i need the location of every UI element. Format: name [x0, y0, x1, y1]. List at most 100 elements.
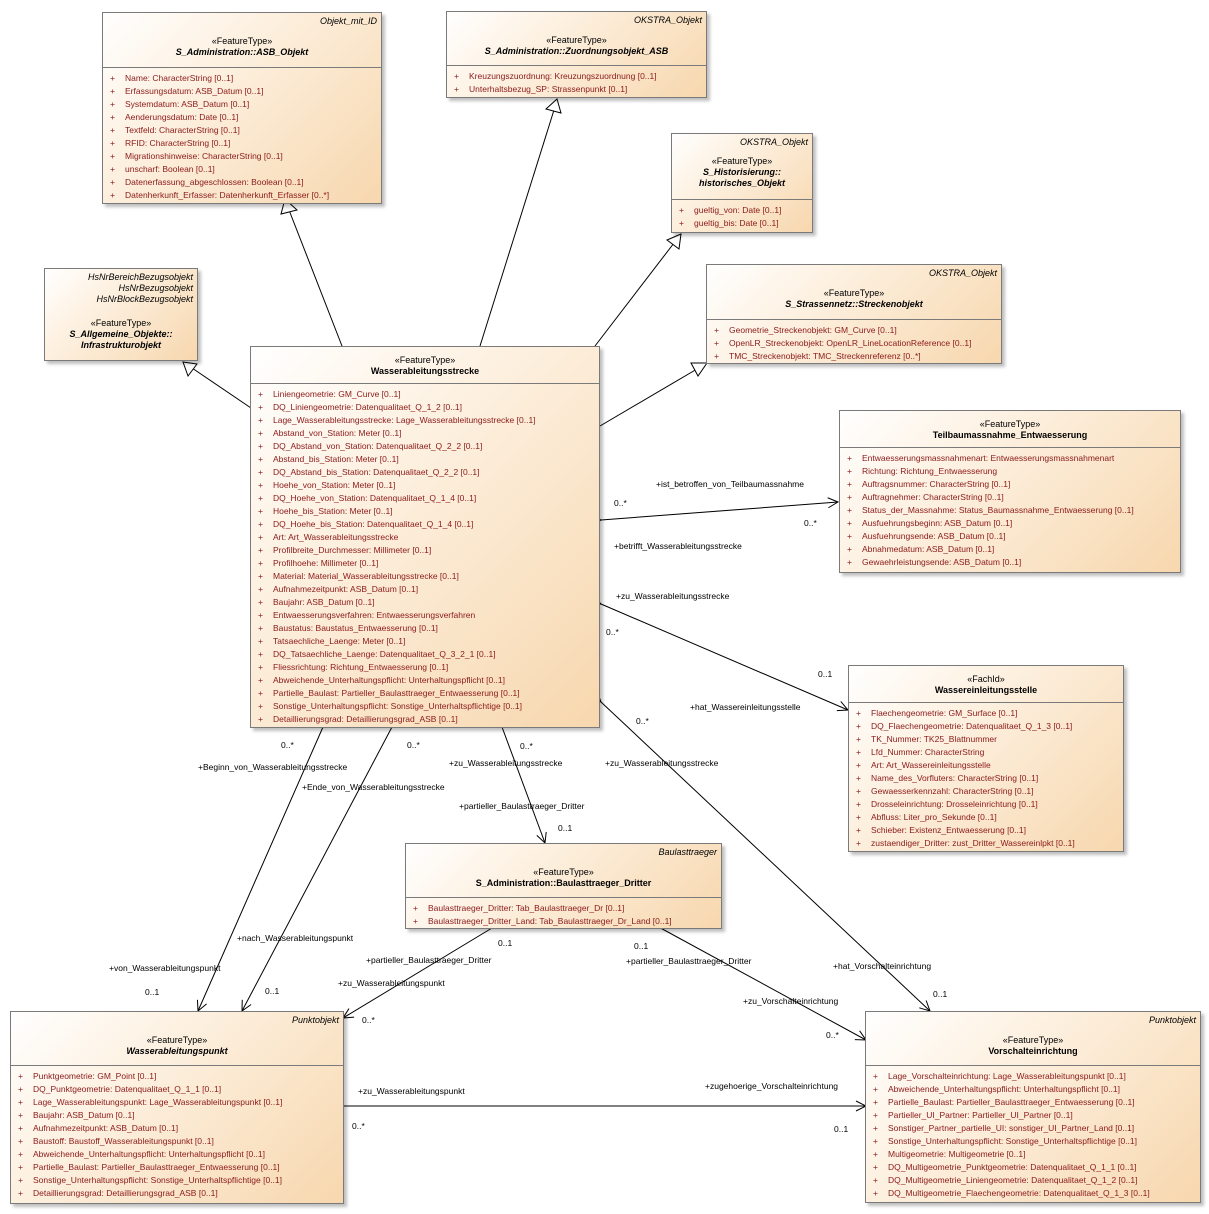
- attribute: Partieller_UI_Partner: Partieller_UI_Par…: [866, 1109, 1200, 1122]
- attribute: Richtung: Richtung_Entwaesserung: [840, 465, 1180, 478]
- class-streckenobjekt[interactable]: OKSTRA_Objekt «FeatureType» S_Strassenne…: [706, 264, 1002, 364]
- attribute: Tatsaechliche_Laenge: Meter [0..1]: [251, 635, 599, 648]
- role-label: +nach_Wasserableitungspunkt: [237, 933, 354, 943]
- stereotype: «FeatureType»: [533, 867, 594, 877]
- role-label: +zu_Wasserableitungspunkt: [358, 1086, 465, 1096]
- stereotype: «FeatureType»: [90, 318, 152, 328]
- stereotype: «FeatureType»: [394, 355, 456, 365]
- generalization-to-zuordnungsobjekt: [479, 109, 555, 347]
- class-zuordnungsobjekt-asb[interactable]: OKSTRA_Objekt «FeatureType» S_Administra…: [446, 11, 707, 98]
- generalization-to-streckenobjekt: [599, 368, 698, 427]
- role-label: +betrifft_Wasserableitungsstrecke: [614, 541, 742, 551]
- attribute: Aufnahmezeitpunkt: ASB_Datum [0..1]: [251, 583, 599, 596]
- role-label: +ist_betroffen_von_Teilbaumassnahme: [656, 479, 804, 489]
- assoc-baulasttraeger-vorschalt: [655, 925, 866, 1040]
- role-label: +partieller_Baulasttraeger_Dritter: [626, 956, 752, 966]
- attribute: Abweichende_Unterhaltungspflicht: Unterh…: [11, 1148, 343, 1161]
- attribute: DQ_Abstand_bis_Station: Datenqualitaet_Q…: [251, 466, 599, 479]
- class-infrastrukturobjekt[interactable]: HsNrBereichBezugsobjekt HsNrBezugsobjekt…: [44, 268, 198, 361]
- multiplicity-label: 0..*: [407, 740, 420, 750]
- generalization-head-infrastrukturobjekt: [182, 361, 198, 378]
- attribute: Ausfuehrungsbeginn: ASB_Datum [0..1]: [840, 517, 1180, 530]
- attribute: DQ_Tatsaechliche_Laenge: Datenqualitaet_…: [251, 648, 599, 661]
- class-wasserableitungsstrecke[interactable]: «FeatureType» Wasserableitungsstrecke Li…: [250, 346, 600, 728]
- stereotype: «FeatureType»: [211, 36, 273, 46]
- attribute: Detaillierungsgrad: Detaillierungsgrad_A…: [251, 713, 599, 726]
- multiplicity-label: 0..1: [265, 986, 280, 996]
- attribute: Abweichende_Unterhaltungspflicht: Unterh…: [866, 1083, 1200, 1096]
- assoc-ende: [242, 727, 392, 1011]
- attribute: Status_der_Massnahme: Status_Baumassnahm…: [840, 504, 1180, 517]
- attribute: DQ_Liniengeometrie: Datenqualitaet_Q_1_2…: [251, 401, 599, 414]
- attribute: Lfd_Nummer: CharacterString: [849, 746, 1123, 759]
- multiplicity-label: 0..*: [804, 518, 817, 528]
- class-teilbaumassnahme-entwaesserung[interactable]: «FeatureType» Teilbaumassnahme_Entwaesse…: [839, 410, 1181, 573]
- attribute: Liniengeometrie: GM_Curve [0..1]: [251, 388, 599, 401]
- class-name-line-1: S_Allgemeine_Objekte::: [69, 329, 173, 339]
- generalization-to-historisches-objekt: [594, 242, 675, 347]
- parent-name-1: HsNrBereichBezugsobjekt: [87, 272, 193, 282]
- parent-names: HsNrBereichBezugsobjekt HsNrBezugsobjekt…: [88, 272, 193, 305]
- attribute: Multigeometrie: Multigeometrie [0..1]: [866, 1148, 1200, 1161]
- multiplicity-label: 0..*: [636, 716, 649, 726]
- attribute: Partielle_Baulast: Partieller_Baulasttra…: [866, 1096, 1200, 1109]
- role-label: +partieller_Baulasttraeger_Dritter: [459, 801, 585, 811]
- attribute: Entwaesserungsverfahren: Entwaesserungsv…: [251, 609, 599, 622]
- attribute: Baujahr: ASB_Datum [0..1]: [251, 596, 599, 609]
- multiplicity-label: 0..*: [826, 1030, 839, 1040]
- class-vorschalteinrichtung[interactable]: Punktobjekt «FeatureType» Vorschalteinri…: [865, 1011, 1201, 1203]
- assoc-vorschalteinrichtung-strecke: [601, 702, 930, 1011]
- class-name: Teilbaumassnahme_Entwaesserung: [932, 430, 1088, 440]
- multiplicity-label: 0..1: [558, 823, 573, 833]
- class-historisches-objekt[interactable]: OKSTRA_Objekt «FeatureType» S_Historisie…: [671, 133, 813, 233]
- attribute: Partielle_Baulast: Partieller_Baulasttra…: [251, 687, 599, 700]
- stereotype: «FeatureType»: [823, 288, 885, 298]
- attribute: Drosseleinrichtung: Drosseleinrichtung […: [849, 798, 1123, 811]
- attribute: Hoehe_von_Station: Meter [0..1]: [251, 479, 599, 492]
- generalization-to-asb-objekt: [288, 209, 343, 347]
- attribute: Sonstige_Unterhaltungspflicht: Sonstige_…: [11, 1174, 343, 1187]
- attribute: Sonstige_Unterhaltungspflicht: Sonstige_…: [251, 700, 599, 713]
- attribute: Baujahr: ASB_Datum [0..1]: [11, 1109, 343, 1122]
- attribute: Aenderungsdatum: Date [0..1]: [103, 111, 381, 124]
- class-name: S_Strassennetz::Streckenobjekt: [785, 299, 923, 309]
- class-wassereinleitungsstelle[interactable]: «FachId» Wassereinleitungsstelle Flaeche…: [848, 665, 1124, 852]
- attribute: Abfluss: Liter_pro_Sekunde [0..1]: [849, 811, 1123, 824]
- generalization-head-historisches-objekt: [666, 233, 682, 250]
- attribute: Baulasttraeger_Dritter: Tab_Baulasttraeg…: [406, 902, 721, 915]
- attribute: Name_des_Vorfluters: CharacterString [0.…: [849, 772, 1123, 785]
- stereotype: «FeatureType»: [1002, 1035, 1064, 1045]
- attribute: Abnahmedatum: ASB_Datum [0..1]: [840, 543, 1180, 556]
- attribute: Art: Art_Wasserableitungsstrecke: [251, 531, 599, 544]
- assoc-wassereinleitungsstelle: [601, 604, 848, 710]
- role-label: +zu_Wasserableitungsstrecke: [605, 758, 719, 768]
- parent-name: Punktobjekt: [291, 1015, 339, 1025]
- attribute: RFID: CharacterString [0..1]: [103, 137, 381, 150]
- stereotype: «FeatureType»: [146, 1035, 208, 1045]
- stereotype: «FeatureType»: [546, 35, 607, 45]
- parent-name: Punktobjekt: [1148, 1015, 1196, 1025]
- parent-name: Baulasttraeger: [658, 847, 717, 857]
- role-label: +zu_Wasserableitungsstrecke: [449, 758, 563, 768]
- attribute: DQ_Hoehe_von_Station: Datenqualitaet_Q_1…: [251, 492, 599, 505]
- attribute: OpenLR_Streckenobjekt: OpenLR_LineLocati…: [707, 337, 1001, 350]
- attribute: DQ_Multigeometrie_Flaechengeometrie: Dat…: [866, 1187, 1200, 1200]
- class-asb-objekt[interactable]: Objekt_mit_ID «FeatureType» S_Administra…: [102, 12, 382, 204]
- attribute: zustaendiger_Dritter: zust_Dritter_Wasse…: [849, 837, 1123, 850]
- class-baulasttraeger-dritter[interactable]: Baulasttraeger «FeatureType» S_Administr…: [405, 843, 722, 929]
- attribute: gueltig_bis: Date [0..1]: [672, 217, 812, 230]
- role-label: +Beginn_von_Wasserableitungsstrecke: [198, 762, 348, 772]
- class-wasserableitungspunkt[interactable]: Punktobjekt «FeatureType» Wasserableitun…: [10, 1011, 344, 1204]
- multiplicity-label: 0..*: [352, 1121, 365, 1131]
- attribute: Baustoff: Baustoff_Wasserableitungspunkt…: [11, 1135, 343, 1148]
- parent-name-2: HsNrBezugsobjekt: [118, 283, 193, 293]
- parent-name: OKSTRA_Objekt: [739, 137, 808, 147]
- attribute: Lage_Wasserableitungsstrecke: Lage_Wasse…: [251, 414, 599, 427]
- attribute: Art: Art_Wassereinleitungsstelle: [849, 759, 1123, 772]
- attribute: Aufnahmezeitpunkt: ASB_Datum [0..1]: [11, 1122, 343, 1135]
- role-label: +hat_Wassereinleitungsstelle: [690, 702, 801, 712]
- class-name: Vorschalteinrichtung: [988, 1046, 1078, 1056]
- class-name: Wassereinleitungsstelle: [934, 685, 1038, 695]
- generalization-head-streckenobjekt: [690, 362, 708, 377]
- attribute: Datenerfassung_abgeschlossen: Boolean [0…: [103, 176, 381, 189]
